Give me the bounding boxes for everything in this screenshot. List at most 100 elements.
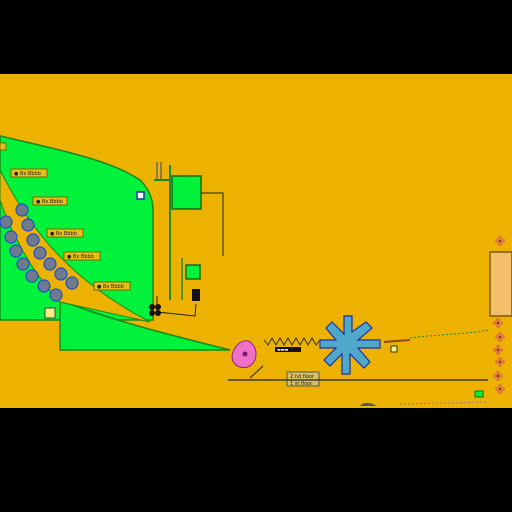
flower-petal: [497, 235, 503, 241]
wheel: [155, 310, 161, 316]
chain-circle: [25, 269, 39, 283]
dotted-curve: [409, 329, 489, 339]
flower-petal: [497, 389, 503, 395]
flower-petal: [492, 347, 498, 353]
tag-box: [46, 228, 84, 238]
chain-circle: [37, 279, 51, 293]
base-wire: [156, 296, 197, 317]
flower-petal: [494, 359, 500, 365]
flower-column: [492, 235, 506, 395]
spring-tag-label: ▬▬▬: [277, 347, 289, 352]
flower-petal: [495, 376, 501, 382]
green-box-small: [185, 264, 201, 280]
chain-circle: [4, 230, 18, 244]
flower-petal: [495, 350, 501, 356]
pink-center: [242, 351, 248, 357]
floor-label-2: 2 nd floor: [290, 374, 315, 380]
chain-circle: [26, 233, 40, 247]
flower-petal: [498, 347, 504, 353]
wheel: [149, 304, 155, 310]
flower-petal: [497, 337, 503, 343]
letterbox-bottom: [0, 408, 512, 512]
flower-center: [496, 348, 500, 352]
flower-petal: [497, 356, 503, 362]
flower-icon: [494, 235, 506, 247]
channel-marker: [44, 307, 56, 319]
chain-circle: [43, 257, 57, 271]
flower-petal: [495, 317, 501, 323]
bottom-marker: [474, 390, 484, 398]
flower-petal: [492, 320, 498, 326]
flower-petal: [500, 238, 506, 244]
small-marker: [136, 191, 145, 200]
chain-circle: [0, 215, 13, 229]
flower-petal: [497, 331, 503, 337]
flower-icon: [492, 344, 504, 356]
tag-label-c: ● Bx Bbbb: [50, 231, 77, 237]
dark-block: [192, 289, 200, 301]
tag-label-a: ● Bx Bbbb: [14, 171, 41, 177]
circle-chain: [0, 203, 79, 302]
flower-petal: [500, 334, 506, 340]
flower-petal: [500, 359, 506, 365]
tag-group: ● Bx Bbbb ● Bx Bbbb ● Bx Bbbb ● Bx Bbbb …: [0, 142, 131, 291]
tag-edge: [0, 142, 7, 151]
chain-circle: [9, 244, 23, 258]
bottom-blob: [360, 403, 376, 406]
chain-circle: [65, 276, 79, 290]
chain-circle: [54, 267, 68, 281]
tag-label-d: ● Bx Bbbb: [67, 254, 94, 260]
chain-circle: [21, 218, 35, 232]
tag-box: [93, 281, 131, 291]
flower-center: [498, 387, 502, 391]
connector-wire: [201, 192, 224, 256]
tag-box: [10, 168, 48, 178]
flower-center: [498, 335, 502, 339]
flower-petal: [498, 373, 504, 379]
flower-petal: [494, 386, 500, 392]
tag-label-b: ● Bx Bbbb: [36, 199, 63, 205]
tag-box: [63, 251, 101, 261]
flower-petal: [494, 334, 500, 340]
flower-petal: [500, 386, 506, 392]
flower-center: [498, 239, 502, 243]
flower-icon: [494, 356, 506, 368]
flower-petal: [494, 238, 500, 244]
brown-bar: [383, 339, 411, 343]
green-wedge: [59, 298, 231, 351]
flower-icon: [492, 317, 504, 329]
bottom-dash: [399, 401, 489, 405]
flower-center: [496, 321, 500, 325]
wheel: [155, 304, 161, 310]
flower-petal: [497, 362, 503, 368]
spring: [263, 336, 321, 347]
letterbox-top: [0, 0, 512, 74]
small-box: [390, 345, 398, 353]
flower-petal: [495, 344, 501, 350]
green-box-large: [171, 175, 202, 210]
tag-label-e: ● Bx Bbbb: [97, 284, 124, 290]
cross-shape: [319, 315, 381, 375]
flower-center: [498, 360, 502, 364]
flower-petal: [497, 383, 503, 389]
floor-label-1: 1 st floor: [290, 381, 313, 387]
flower-icon: [494, 383, 506, 395]
flower-center: [496, 374, 500, 378]
chain-circle: [49, 288, 63, 302]
pink-stem: [249, 365, 264, 379]
chain-circle: [33, 246, 47, 260]
flower-icon: [494, 331, 506, 343]
wheel: [149, 310, 155, 316]
flower-petal: [495, 323, 501, 329]
spring-tag: [275, 347, 301, 352]
flower-petal: [492, 373, 498, 379]
flower-icon: [492, 370, 504, 382]
right-panel: [489, 251, 512, 317]
flower-petal: [497, 241, 503, 247]
wheel-cluster: [149, 304, 161, 316]
chain-circle: [15, 203, 29, 217]
floor-box: [286, 371, 320, 387]
flower-petal: [498, 320, 504, 326]
tag-box: [32, 196, 68, 206]
